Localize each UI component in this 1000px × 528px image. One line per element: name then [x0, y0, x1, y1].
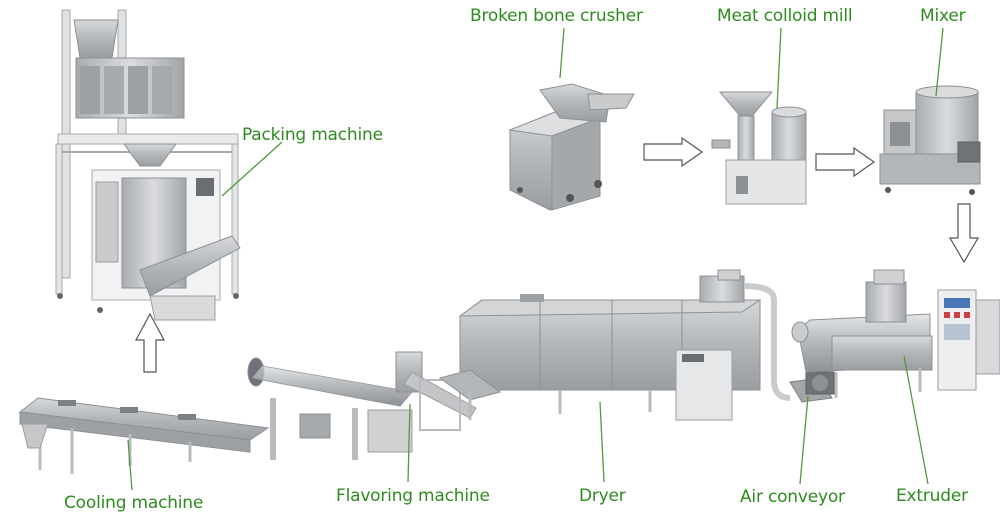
- label-packing-machine: Packing machine: [242, 125, 383, 145]
- meat-colloid-mill: [711, 91, 807, 205]
- arrow-cooling-to-packing: [134, 312, 166, 373]
- label-dryer: Dryer: [579, 486, 626, 506]
- broken-bone-crusher: [508, 83, 635, 211]
- leader-packing-machine: [221, 141, 283, 197]
- arrow-mixer-to-extruder: [948, 203, 980, 264]
- extruder: [791, 269, 1000, 398]
- label-extruder: Extruder: [896, 486, 968, 506]
- packing-machine: [55, 9, 241, 321]
- cooling-machine: [18, 397, 270, 474]
- label-meat-colloid-mill: Meat colloid mill: [717, 6, 853, 26]
- label-broken-bone-crusher: Broken bone crusher: [470, 6, 643, 26]
- label-air-conveyor: Air conveyor: [740, 487, 845, 507]
- mixer: [879, 85, 981, 195]
- dryer: [438, 269, 791, 421]
- leader-lines: [127, 27, 944, 491]
- leader-extruder: [903, 355, 929, 485]
- label-cooling-machine: Cooling machine: [64, 493, 204, 513]
- label-mixer: Mixer: [920, 6, 966, 26]
- arrow-crusher-to-mill: [643, 136, 704, 168]
- leader-flavoring-machine: [407, 403, 411, 483]
- leader-cooling-machine: [127, 439, 133, 491]
- arrow-mill-to-mixer: [815, 146, 876, 178]
- label-flavoring-machine: Flavoring machine: [336, 486, 490, 506]
- leader-dryer: [599, 401, 605, 483]
- leader-air-conveyor: [799, 395, 809, 485]
- air-conveyor: [789, 371, 835, 403]
- flavoring-machine: [247, 351, 477, 460]
- leader-broken-bone-crusher: [559, 27, 565, 79]
- leader-meat-colloid-mill: [776, 27, 782, 109]
- leader-mixer: [935, 27, 944, 97]
